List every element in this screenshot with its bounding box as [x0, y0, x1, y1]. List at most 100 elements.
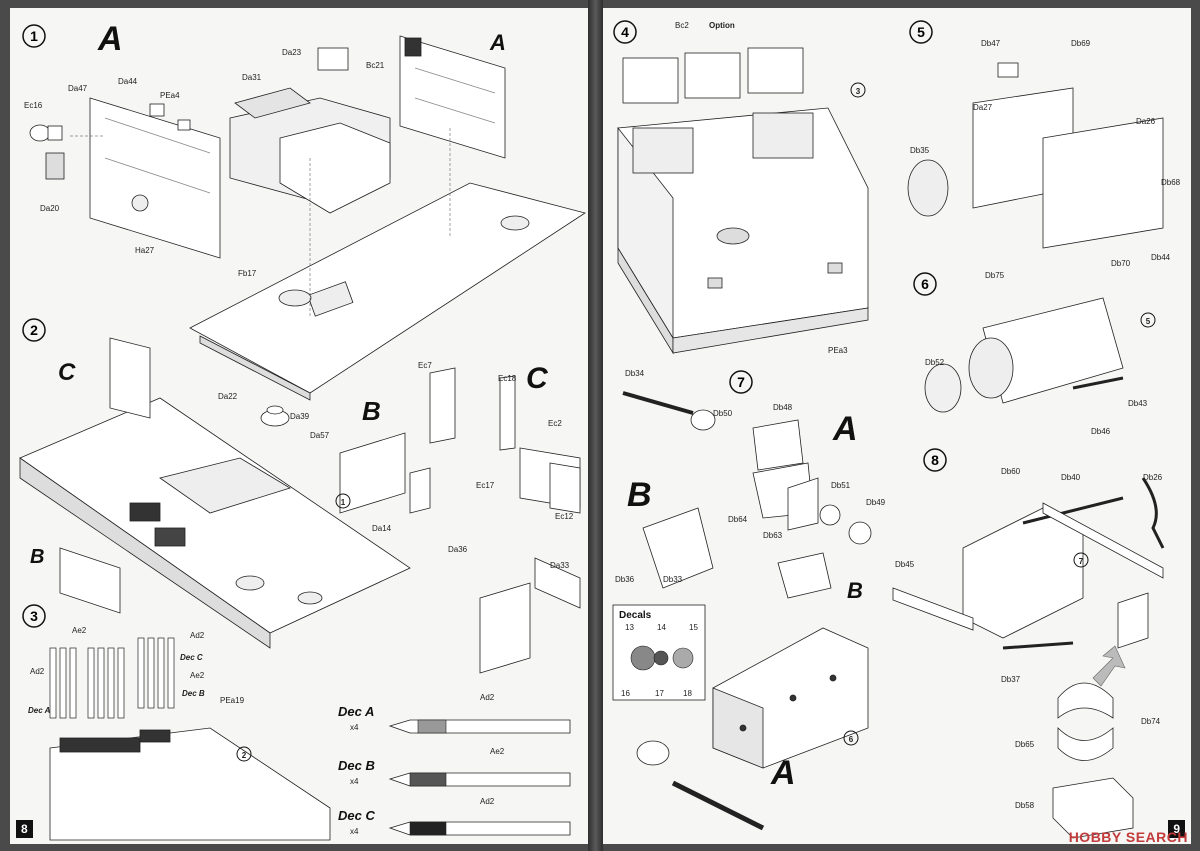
label-da47: Da47	[68, 84, 88, 93]
label-fb17: Fb17	[238, 269, 257, 278]
ref-circle-step-6	[843, 730, 859, 746]
label-db65: Db65	[1015, 740, 1035, 749]
part-b-plate	[59, 547, 121, 614]
label-da36: Da36	[448, 545, 468, 554]
label-ec18: Ec18	[498, 374, 517, 383]
label-ad2-left: Ad2	[30, 667, 45, 676]
label-da26: Da26	[1136, 117, 1156, 126]
step-1-number: 1	[30, 28, 38, 44]
decal-number-15: 15	[689, 623, 698, 632]
step-1-letter-a: A	[97, 20, 123, 58]
label-bc2: Bc2	[675, 21, 689, 30]
ref-circle-step-7	[1073, 552, 1089, 568]
label-da22: Da22	[218, 392, 238, 401]
engine-block-step-5	[907, 62, 1164, 249]
decal-b-count: x4	[350, 777, 359, 786]
part-ec16	[29, 124, 63, 142]
decal-shell-c: Dec C x4 Ad2	[338, 797, 571, 836]
step-8-circle	[923, 448, 947, 472]
ref-circle-step-2-text: 2	[242, 751, 247, 760]
step-4-number: 4	[621, 24, 629, 40]
part-da33-bracket	[479, 557, 581, 674]
step-7-letter-b: B	[627, 476, 652, 514]
hull-floor	[189, 182, 586, 401]
part-da20	[45, 152, 65, 180]
final-drive-assembly	[892, 477, 1165, 650]
label-ad2-right: Ad2	[190, 631, 205, 640]
label-ec12: Ec12	[555, 512, 574, 521]
label-ec17: Ec17	[476, 481, 495, 490]
decal-c-part: Ad2	[480, 797, 495, 806]
decals-box-title: Decals	[619, 610, 652, 621]
ref-circle-step-5	[1140, 312, 1156, 328]
label-da27: Da27	[973, 103, 993, 112]
left-page: 1 A A	[10, 8, 588, 844]
decal-number-17: 17	[655, 689, 664, 698]
label-option: Option	[709, 21, 735, 30]
label-db64: Db64	[728, 515, 748, 524]
label-db60: Db60	[1001, 467, 1021, 476]
right-page: 4 Bc2 Option 3 PEa3	[603, 8, 1191, 844]
assembly-arrow	[1092, 645, 1126, 687]
label-da23: Da23	[282, 48, 302, 57]
label-db36: Db36	[615, 575, 635, 584]
label-db40: Db40	[1061, 473, 1081, 482]
label-pea4: PEa4	[160, 91, 180, 100]
right-page-number: 9	[1168, 820, 1185, 838]
part-da22-turret-ring	[260, 405, 290, 427]
step-1-circle	[22, 24, 46, 48]
step-1-letter-a-right: A	[489, 30, 506, 55]
label-da20: Da20	[40, 204, 60, 213]
right-page-drawing: 4 Bc2 Option 3 PEa3	[612, 20, 1181, 839]
label-ec16: Ec16	[24, 101, 43, 110]
decal-number-18: 18	[683, 689, 692, 698]
part-da57-frame	[339, 432, 431, 514]
label-db46: Db46	[1091, 427, 1111, 436]
transmission-assembly	[636, 627, 869, 831]
label-da33: Da33	[550, 561, 570, 570]
label-db47: Db47	[981, 39, 1001, 48]
ref-circle-step-5-text: 5	[1146, 317, 1151, 326]
hull-front-plate	[399, 35, 506, 159]
step-7-letter-b-right: B	[847, 578, 863, 603]
book-gutter	[588, 0, 603, 851]
label-da31: Da31	[242, 73, 262, 82]
label-db26-s8: Db26	[1143, 473, 1163, 482]
step-2-letter-c: C	[58, 359, 76, 386]
label-db75: Db75	[985, 271, 1005, 280]
ring-parts	[1052, 682, 1134, 839]
decal-a-name: Dec A	[338, 704, 374, 719]
ammo-rack-box	[49, 727, 331, 841]
step-2-number: 2	[30, 322, 38, 338]
hull-assembly-step-2	[19, 337, 411, 649]
step-7-letter-a: A	[832, 410, 858, 448]
label-ec2: Ec2	[548, 419, 562, 428]
step-7-number: 7	[737, 374, 745, 390]
step-3-number: 3	[30, 608, 38, 624]
ammo-rack-shells	[49, 637, 175, 719]
part-ec-panels	[429, 367, 581, 514]
label-db48: Db48	[773, 403, 793, 412]
step-3-circle	[22, 604, 46, 628]
decal-a-part: Ad2	[480, 693, 495, 702]
ref-circle-step-3-text: 3	[856, 87, 861, 96]
left-page-number: 8	[16, 820, 33, 838]
decal-c-count: x4	[350, 827, 359, 836]
ref-circle-step-2	[236, 746, 252, 762]
watermark: HOBBY SEARCH	[1068, 829, 1188, 845]
option-boxes	[622, 47, 804, 104]
label-db37: Db37	[1001, 675, 1021, 684]
part-b-housing	[642, 507, 832, 599]
label-db52: Db52	[925, 358, 945, 367]
label-da57: Da57	[310, 431, 330, 440]
decals-box: Decals 13 14 15 16 17 18	[612, 604, 706, 701]
decal-number-16: 16	[621, 689, 630, 698]
label-da39: Da39	[290, 412, 310, 421]
decal-number-13: 13	[625, 623, 634, 632]
label-db58: Db58	[1015, 801, 1035, 810]
part-da44	[149, 103, 191, 131]
label-da44: Da44	[118, 77, 138, 86]
step-2-circle	[22, 318, 46, 342]
decal-a-count: x4	[350, 723, 359, 732]
label-ec7: Ec7	[418, 361, 432, 370]
